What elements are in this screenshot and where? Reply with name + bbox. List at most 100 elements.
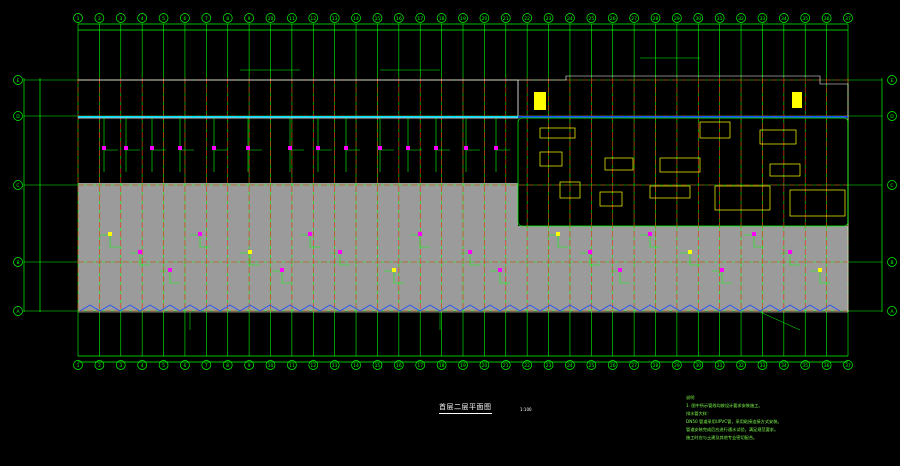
grid-bubble-label: C	[890, 183, 893, 189]
fixture-marker	[648, 232, 652, 236]
fixture-pipe	[744, 234, 764, 248]
grid-bubble-label: 3	[119, 363, 122, 369]
fixture-pipe	[384, 270, 404, 284]
grid-bubble	[843, 360, 853, 370]
grid-bubble	[887, 111, 897, 121]
grid-bubble-label: C	[16, 183, 19, 189]
fixture-pipe	[610, 270, 630, 284]
grid-bubble-label: 28	[653, 363, 659, 369]
grid-bubble	[287, 360, 297, 370]
grid-bubble	[821, 13, 832, 23]
grid-bubble	[565, 360, 575, 370]
grid-bubble	[115, 360, 126, 370]
grid-bubble-label: 9	[248, 363, 251, 369]
fixture-pipe	[100, 234, 120, 248]
shaded-area	[78, 183, 518, 311]
grid-bubble-label: B	[16, 260, 19, 266]
main-pipe	[78, 116, 848, 118]
fixture-marker	[338, 250, 342, 254]
leader-line	[759, 311, 801, 331]
grid-bubble	[115, 13, 126, 23]
drawing-scale: 1:100	[520, 407, 532, 412]
grid-bubble	[436, 13, 447, 23]
grid-bubble-label: 17	[417, 16, 423, 22]
grid-bubble	[393, 360, 404, 370]
grid-bubble	[500, 13, 511, 23]
grid-bubble	[629, 13, 639, 23]
equipment-block	[759, 129, 797, 145]
fixture-marker	[288, 146, 292, 150]
grid-bubble-label: 32	[738, 16, 744, 22]
grid-bubble	[180, 360, 190, 370]
grid-bubble-label: 14	[353, 16, 359, 22]
equipment-block	[769, 163, 801, 177]
grid-bubble	[372, 13, 383, 23]
grid-bubble	[607, 360, 618, 370]
grid-bubble-label: 2	[98, 16, 101, 22]
grid-bubble	[479, 13, 490, 23]
fixture-marker	[138, 250, 142, 254]
grid-bubble	[479, 360, 490, 370]
grid-bubble-label: 31	[717, 16, 723, 22]
grid-bubble	[13, 111, 23, 121]
fixture-pipe	[240, 252, 260, 266]
grid-bubble	[13, 257, 23, 267]
grid-bubble	[778, 13, 789, 23]
equipment-block	[604, 157, 634, 171]
grid-bubble	[94, 360, 105, 370]
drainage-zigzag	[79, 304, 841, 312]
grid-bubble	[73, 360, 83, 370]
note-line: 1. 图中所示管线均按设计要求安装施工。	[686, 403, 763, 408]
equipment-block	[714, 185, 771, 211]
equipment-block	[649, 185, 691, 199]
grid-bubble	[693, 13, 704, 23]
fixture-marker	[406, 146, 410, 150]
grid-bubble	[736, 13, 746, 23]
grid-bubble	[543, 360, 554, 370]
fixture-marker	[124, 146, 128, 150]
grid-bubble-label: 9	[248, 16, 251, 22]
grid-bubble	[158, 13, 169, 23]
grid-bubble-label: 27	[631, 16, 637, 22]
fixture-pipe	[680, 252, 700, 266]
grid-bubble-label: D	[16, 114, 20, 120]
grid-bubble	[843, 13, 853, 23]
grid-bubble-label: 23	[546, 363, 552, 369]
grid-bubble-label: B	[890, 260, 893, 266]
fixture-pipe	[490, 270, 510, 284]
equipment-block	[539, 127, 576, 139]
grid-bubble-label: 18	[439, 363, 445, 369]
grid-bubble	[137, 13, 148, 23]
grid-bubble-label: 30	[695, 16, 701, 22]
grid-bubble	[13, 180, 23, 190]
fixture-marker	[308, 232, 312, 236]
grid-bubble-label: 24	[567, 363, 573, 369]
fixture-marker	[344, 146, 348, 150]
grid-bubble	[415, 360, 426, 370]
note-line: DN50 管道采用UPVC管，采用粘接连接方式安装。	[686, 419, 782, 424]
fixture-marker	[788, 250, 792, 254]
grid-bubble	[458, 360, 468, 370]
fixture-pipe	[460, 252, 480, 266]
grid-bubble-label: 21	[503, 363, 509, 369]
grid-bubble	[757, 360, 768, 370]
grid-bubble	[522, 13, 533, 23]
grid-bubble-label: 14	[353, 363, 359, 369]
grid-bubble	[137, 360, 148, 370]
grid-bubble	[308, 360, 319, 370]
grid-bubble-label: 16	[396, 363, 402, 369]
grid-bubble-label: 19	[460, 363, 466, 369]
grid-bubble	[887, 75, 897, 85]
grid-bubble	[201, 360, 212, 370]
fixture-marker	[418, 232, 422, 236]
fixture-marker	[198, 232, 202, 236]
grid-bubble	[244, 360, 254, 370]
grid-bubble-label: 5	[162, 363, 165, 369]
grid-bubble-label: 35	[802, 363, 808, 369]
grid-bubble-label: 3	[119, 16, 122, 22]
fixture-marker	[468, 250, 472, 254]
grid-bubble-label: 7	[205, 16, 208, 22]
grid-bubble	[73, 13, 83, 23]
grid-bubble	[800, 360, 811, 370]
